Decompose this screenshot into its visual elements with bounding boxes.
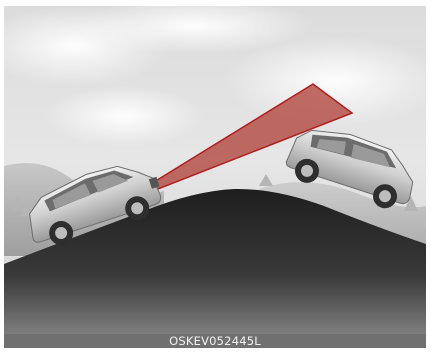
figure-frame: OSKEV052445L — [4, 6, 426, 348]
hill-crest-scene — [4, 6, 426, 348]
figure-caption: OSKEV052445L — [4, 334, 426, 348]
